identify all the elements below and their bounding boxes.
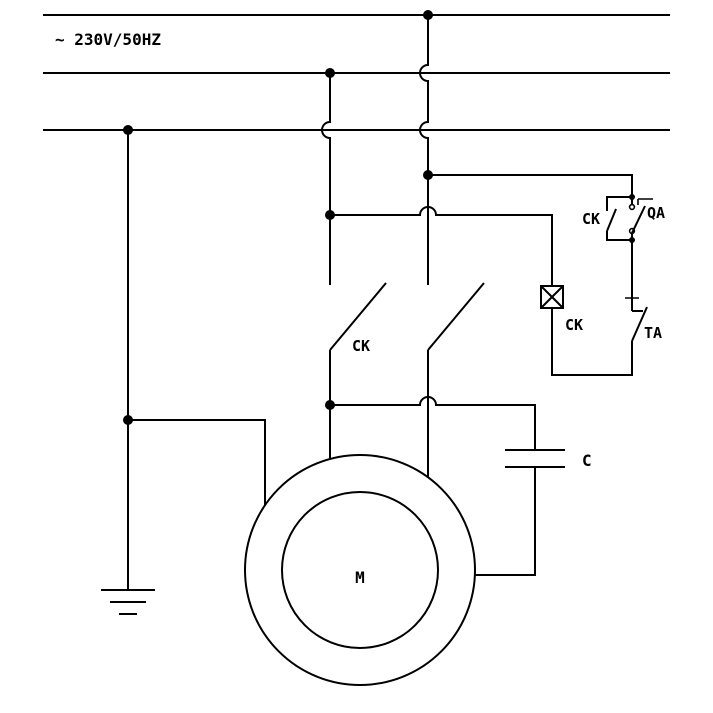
- capacitor-label: C: [582, 451, 592, 470]
- junction-dot: [123, 125, 133, 135]
- stop-button-actuator: [625, 297, 639, 305]
- holding-contact-blade: [606, 208, 617, 232]
- capacitor-top-wire: [330, 396, 536, 450]
- motor: M: [244, 454, 476, 686]
- capacitor-branch: C: [330, 396, 592, 576]
- junction-dot: [423, 170, 433, 180]
- junction-dot: [123, 415, 133, 425]
- contactor-coil-label: CK: [565, 316, 583, 334]
- stop-button-blade: [631, 306, 648, 342]
- junction-dots: [123, 10, 635, 425]
- junction-dot: [423, 10, 433, 20]
- motor-left-feed-wire: [128, 419, 266, 505]
- start-button: QA: [628, 197, 665, 240]
- motor-label: M: [355, 568, 365, 587]
- start-button-label: QA: [647, 204, 665, 222]
- junction-dot: [325, 400, 335, 410]
- supply-voltage-label: ~ 230V/50HZ: [55, 30, 161, 49]
- motor-inner-circle: [281, 491, 439, 649]
- stop-button: TA: [625, 297, 662, 342]
- control-bottom-wire: [551, 308, 633, 376]
- holding-contact-bottom-wire: [606, 231, 632, 241]
- ground-symbol: [101, 589, 155, 615]
- contactor-main-contacts: CK: [329, 282, 485, 355]
- phase-b-upper-wire: [321, 73, 331, 285]
- neutral-ground-wire: [101, 130, 266, 615]
- power-rails: [43, 14, 670, 131]
- main-contact-left-blade: [329, 282, 387, 351]
- control-top-wire: [428, 174, 633, 197]
- holding-contact-label: CK: [582, 210, 600, 228]
- start-button-blade: [631, 205, 646, 234]
- junction-dot: [325, 210, 335, 220]
- contactor-coil-x: [540, 285, 564, 309]
- control-circuit: CK QA TA: [330, 174, 665, 376]
- junction-dot: [629, 194, 635, 200]
- coil-top-wire: [330, 206, 553, 286]
- start-button-contact-dot-top: [628, 203, 636, 211]
- start-button-actuator: [637, 198, 653, 205]
- stop-button-label: TA: [644, 324, 662, 342]
- capacitor-bottom-wire: [475, 467, 536, 576]
- main-contact-right-blade: [427, 282, 485, 351]
- phase-a-upper-wire: [419, 15, 429, 285]
- junction-dot: [325, 68, 335, 78]
- holding-contact-top-wire: [606, 196, 632, 211]
- main-contacts-label: CK: [352, 337, 370, 355]
- junction-dot: [629, 237, 635, 243]
- phase-wire-a: [419, 15, 429, 477]
